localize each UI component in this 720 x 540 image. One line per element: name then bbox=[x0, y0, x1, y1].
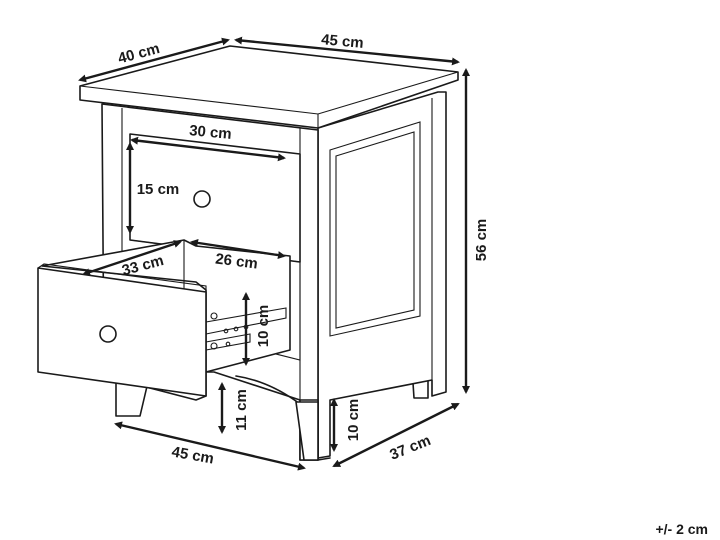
label-leg-height: 10 cm bbox=[345, 399, 362, 442]
label-total-height: 56 cm bbox=[473, 219, 490, 262]
dimension-lines bbox=[78, 36, 470, 471]
side-panel bbox=[317, 91, 447, 459]
dim-top-depth-line bbox=[78, 37, 230, 83]
dim-base-width-line bbox=[114, 421, 306, 471]
dim-top-width-line bbox=[234, 36, 460, 66]
side-recess-inner bbox=[335, 131, 415, 329]
lower-drawer-knob bbox=[99, 325, 117, 343]
label-interior-height: 10 cm bbox=[255, 305, 272, 348]
label-drawer-height: 15 cm bbox=[137, 181, 180, 198]
front-apron bbox=[235, 375, 301, 405]
label-top-width: 45 cm bbox=[320, 31, 364, 52]
upper-drawer-knob bbox=[193, 190, 211, 208]
tolerance-note: +/- 2 cm bbox=[655, 521, 708, 537]
dim-drawer-width-line bbox=[130, 136, 286, 162]
dim-interior-width-line bbox=[190, 238, 286, 260]
label-base-width: 45 cm bbox=[170, 444, 215, 468]
dim-drawer-depth-line bbox=[82, 240, 182, 276]
label-interior-width: 26 cm bbox=[214, 251, 258, 273]
side-recess-panel bbox=[329, 121, 421, 337]
lower-drawer-front bbox=[37, 267, 207, 397]
label-drawer-width: 30 cm bbox=[188, 122, 232, 143]
dim-base-depth-line bbox=[332, 402, 460, 468]
label-leg-clearance: 11 cm bbox=[233, 389, 250, 431]
